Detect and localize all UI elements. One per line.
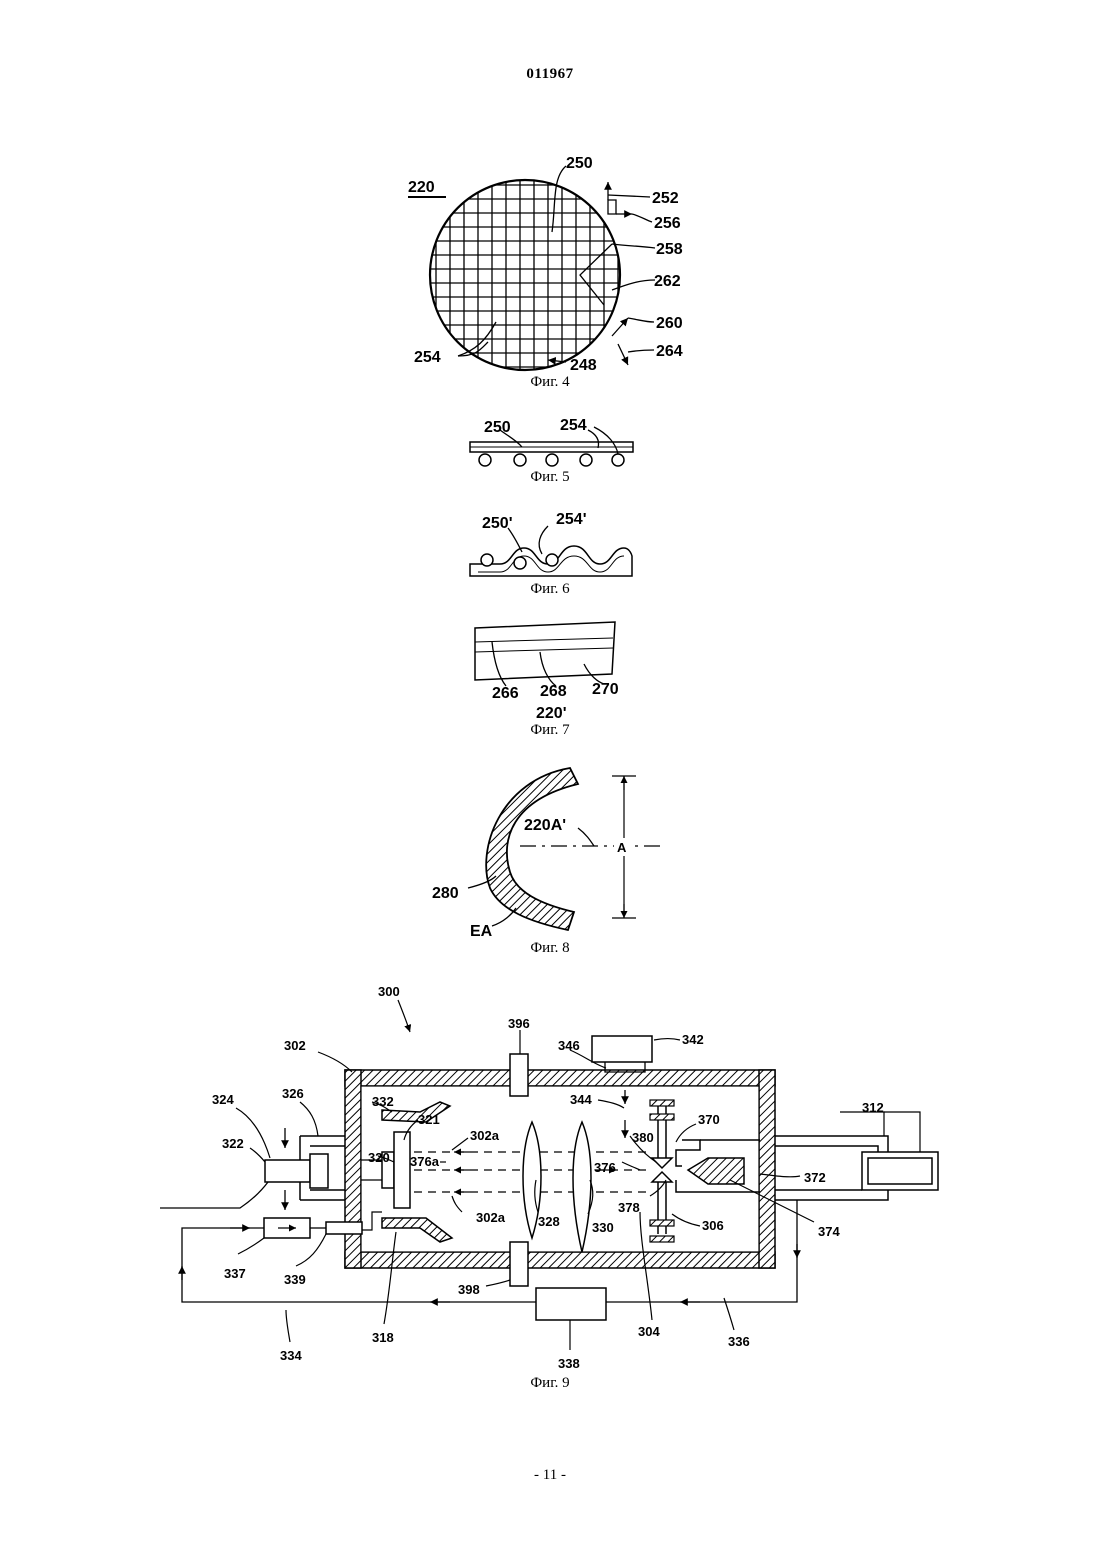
figure-8: 220A' A 280 EA — [432, 768, 665, 940]
fig7-label-266: 266 — [492, 685, 519, 702]
block-322 — [265, 1160, 310, 1182]
box-342 — [592, 1036, 652, 1062]
fig4-label-258: 258 — [656, 241, 683, 258]
fig9-label-328: 328 — [538, 1214, 560, 1229]
fig9-label-380: 380 — [632, 1130, 654, 1145]
fig6-label-254p: 254' — [556, 511, 587, 528]
fig4-label-260: 260 — [656, 315, 683, 332]
solder-bumps — [479, 454, 624, 466]
fig9-label-398: 398 — [458, 1282, 480, 1297]
fig9-label-302a-bot: 302a — [476, 1210, 506, 1225]
fig9-label-306: 306 — [702, 1218, 724, 1233]
fig9-label-370: 370 — [698, 1112, 720, 1127]
fig9-label-304: 304 — [638, 1324, 660, 1339]
fig9-label-374: 374 — [818, 1224, 840, 1239]
figure-7: 266 268 270 220' — [475, 622, 619, 722]
fig9-label-396: 396 — [508, 1016, 530, 1031]
figure-9: 300 302 396 346 342 344 370 312 324 326 … — [160, 984, 938, 1371]
fig7-label-268: 268 — [540, 683, 567, 700]
fig5-label-254: 254 — [560, 417, 587, 434]
fig9-label-336: 336 — [728, 1334, 750, 1349]
page-number: - 11 - — [0, 1467, 1100, 1484]
fig9-label-320: 320 — [368, 1150, 390, 1165]
fig8-label-220ap: 220A' — [524, 817, 566, 834]
fig9-label-302a-top: 302a — [470, 1128, 500, 1143]
fig9-label-318: 318 — [372, 1330, 394, 1345]
fig9-label-339: 339 — [284, 1272, 306, 1287]
fig4-label-262: 262 — [654, 273, 681, 290]
figure-5: 250 254 — [470, 417, 633, 466]
fig9-label-376: 376 — [594, 1160, 616, 1175]
fig9-label-332: 332 — [372, 1094, 394, 1109]
fig9-label-321: 321 — [418, 1112, 440, 1127]
fig4-label-248: 248 — [570, 357, 597, 374]
fig9-label-326: 326 — [282, 1086, 304, 1101]
fig9-label-342: 342 — [682, 1032, 704, 1047]
box-338 — [536, 1288, 606, 1320]
fig9-label-312: 312 — [862, 1100, 884, 1115]
figure-6: 250' 254' — [470, 511, 632, 576]
fig9-label-346: 346 — [558, 1038, 580, 1053]
figure-6-caption: Фиг. 6 — [0, 581, 1100, 598]
wafer-grid — [410, 170, 640, 380]
fig9-label-344: 344 — [570, 1092, 592, 1107]
fig4-label-256: 256 — [654, 215, 681, 232]
fig9-label-334: 334 — [280, 1348, 302, 1363]
fig9-label-322: 322 — [222, 1136, 244, 1151]
fig4-label-250: 250 — [566, 155, 593, 172]
fig9-label-324: 324 — [212, 1092, 234, 1107]
fig4-label-252: 252 — [652, 190, 679, 207]
curved-element — [486, 768, 578, 930]
fig9-label-372: 372 — [804, 1170, 826, 1185]
fig9-label-378: 378 — [618, 1200, 640, 1215]
fig6-label-250p: 250' — [482, 515, 513, 532]
fig9-label-300: 300 — [378, 984, 400, 999]
port-398 — [510, 1242, 528, 1286]
fig9-label-302: 302 — [284, 1038, 306, 1053]
fig9-label-337: 337 — [224, 1266, 246, 1281]
fig4-label-254: 254 — [414, 349, 441, 366]
fig5-label-250: 250 — [484, 419, 511, 436]
figure-7-caption: Фиг. 7 — [0, 722, 1100, 739]
fig7-label-220p: 220' — [536, 705, 567, 722]
figure-5-caption: Фиг. 5 — [0, 469, 1100, 486]
fig8-label-280: 280 — [432, 885, 459, 902]
port-396 — [510, 1054, 528, 1096]
valve-339 — [326, 1222, 362, 1234]
figure-9-caption: Фиг. 9 — [0, 1375, 1100, 1392]
figure-4-caption: Фиг. 4 — [0, 374, 1100, 391]
fig9-label-338: 338 — [558, 1356, 580, 1371]
fig4-label-220: 220 — [408, 179, 435, 196]
fig7-label-270: 270 — [592, 681, 619, 698]
fig8-label-A: A — [617, 840, 627, 855]
fig8-label-EA: EA — [470, 923, 493, 940]
fig9-label-330: 330 — [592, 1220, 614, 1235]
figure-8-caption: Фиг. 8 — [0, 940, 1100, 957]
figure-4: 220 250 252 256 258 262 260 264 254 2 — [408, 155, 683, 380]
fig4-label-264: 264 — [656, 343, 683, 360]
target-320 — [394, 1132, 410, 1208]
fig9-label-376a: 376a — [410, 1154, 440, 1169]
